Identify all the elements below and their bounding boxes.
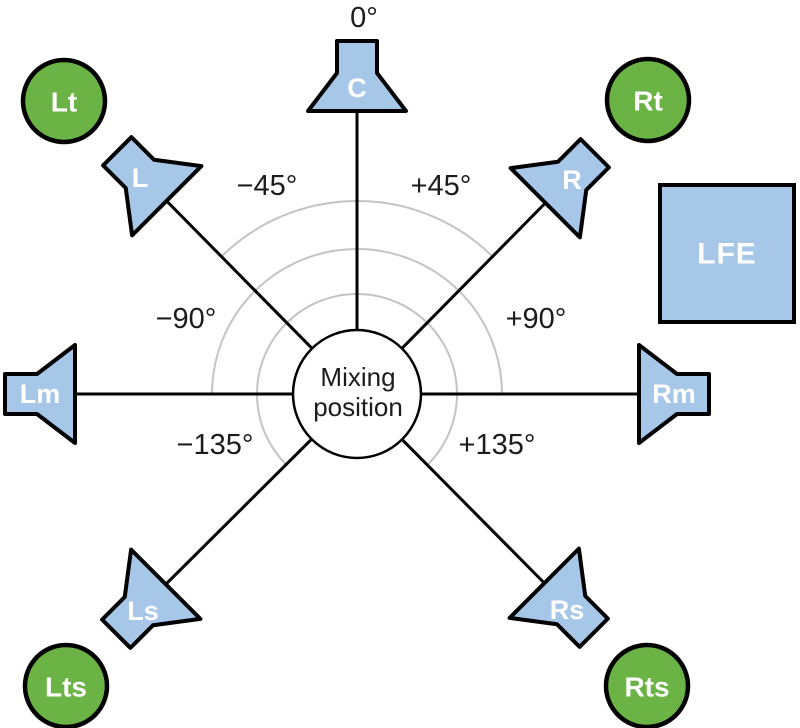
overhead-label-rt: Rt: [633, 86, 663, 117]
angle-label-0: 0°: [350, 2, 378, 34]
overhead-label-lt: Lt: [51, 87, 77, 118]
angle-labels: 0° −45° +45° −90° +90° −135° +135°: [156, 2, 567, 461]
angle-label-minus-45: −45°: [237, 170, 298, 202]
mixing-position-circle: [291, 328, 423, 460]
mixing-position-label-line1: Mixing: [320, 362, 395, 392]
lfe-channel: LFE: [658, 183, 796, 324]
lfe-label: LFE: [697, 238, 757, 271]
overhead-channels: Lt Rt Lts Rts: [20, 56, 692, 728]
overhead-label-rts: Rts: [624, 672, 669, 703]
speaker-label-right-surround: Rs: [550, 595, 585, 625]
speakers: C L R Lm Rm Ls Rs: [3, 39, 711, 668]
overhead-circle-lts: [22, 642, 110, 728]
speaker-label-left: L: [132, 163, 149, 193]
overhead-circle-rt: [604, 56, 692, 144]
speaker-label-left-mid: Lm: [20, 379, 61, 409]
overhead-label-lts: Lts: [45, 672, 87, 703]
speaker-label-right-mid: Rm: [652, 379, 696, 409]
angle-label-minus-135: −135°: [177, 429, 254, 461]
speaker-label-center: C: [347, 73, 367, 103]
overhead-circle-lt: [20, 57, 108, 145]
mixing-position-label-line2: position: [313, 392, 403, 422]
angle-label-plus-135: +135°: [459, 429, 536, 461]
mixing-position: Mixing position: [291, 328, 423, 460]
angle-label-minus-90: −90°: [156, 303, 217, 335]
overhead-circle-rts: [603, 642, 691, 728]
speaker-label-right: R: [562, 165, 582, 195]
speaker-label-left-surround: Ls: [127, 596, 159, 626]
angle-label-plus-45: +45°: [411, 170, 472, 202]
lfe-box: [658, 183, 796, 324]
angle-label-plus-90: +90°: [506, 303, 567, 335]
